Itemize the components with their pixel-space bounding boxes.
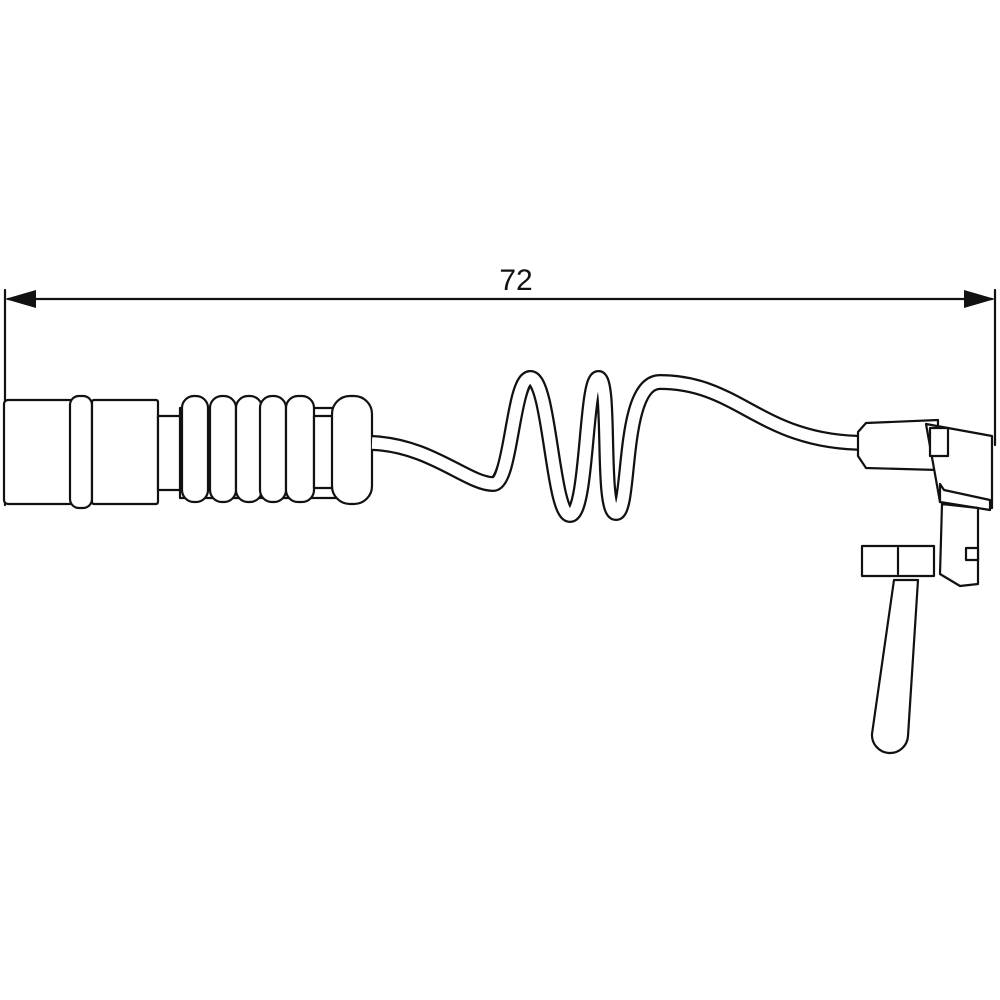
boot-rib-2 xyxy=(208,394,238,504)
left-arrowhead xyxy=(5,290,36,308)
boot-rib-5 xyxy=(284,394,316,504)
boot-rib-1 xyxy=(180,394,210,504)
sensor-clip xyxy=(928,426,950,458)
plug-neck xyxy=(156,414,184,492)
sensor-bracket xyxy=(938,502,980,588)
coiled-cable xyxy=(371,369,867,523)
strain-relief-boot xyxy=(178,394,374,506)
right-arrowhead xyxy=(964,290,995,308)
sensor-ferrule xyxy=(856,418,940,472)
sensor-probe-pin xyxy=(870,578,920,755)
plug-connector xyxy=(2,394,184,510)
plug-collar xyxy=(68,394,94,510)
boot-rib-4 xyxy=(258,394,288,504)
sensor-band xyxy=(938,482,992,512)
bracket-notch xyxy=(964,546,980,562)
plug-body xyxy=(90,398,160,506)
boot-rib-3 xyxy=(234,394,264,504)
plug-tip xyxy=(2,398,76,506)
sensor-head xyxy=(856,418,994,755)
boot-end-cap xyxy=(330,394,374,506)
dimension-label: 72 xyxy=(499,264,532,297)
